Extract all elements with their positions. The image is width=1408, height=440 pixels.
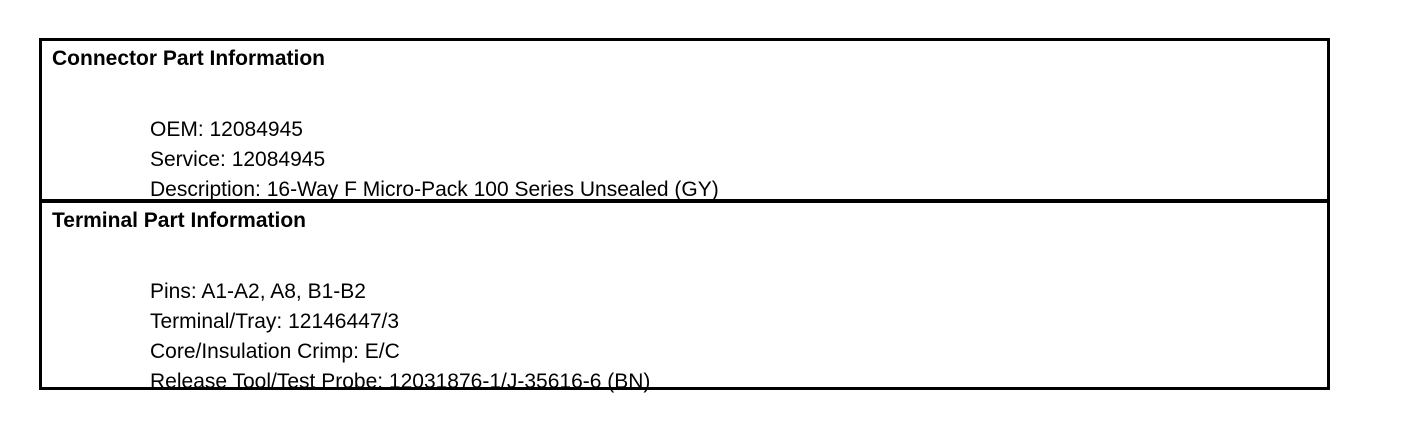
terminal-section-title: Terminal Part Information xyxy=(52,209,306,232)
connector-details: OEM: 12084945 Service: 12084945 Descript… xyxy=(150,115,1317,205)
release-tool-test-probe-line: Release Tool/Test Probe: 12031876-1/J-35… xyxy=(150,370,651,393)
description-line: Description: 16-Way F Micro-Pack 100 Ser… xyxy=(150,178,719,201)
terminal-tray-line: Terminal/Tray: 12146447/3 xyxy=(150,310,400,333)
part-information-table: Connector Part Information OEM: 12084945… xyxy=(39,38,1330,393)
terminal-details: Pins: A1-A2, A8, B1-B2 Terminal/Tray: 12… xyxy=(150,277,1317,397)
service-line: Service: 12084945 xyxy=(150,148,326,171)
core-insulation-crimp-line: Core/Insulation Crimp: E/C xyxy=(150,340,400,363)
terminal-part-information-section: Terminal Part Information Pins: A1-A2, A… xyxy=(42,203,1327,393)
connector-part-information-section: Connector Part Information OEM: 12084945… xyxy=(42,41,1327,203)
oem-line: OEM: 12084945 xyxy=(150,118,303,141)
pins-line: Pins: A1-A2, A8, B1-B2 xyxy=(150,280,366,303)
connector-section-title: Connector Part Information xyxy=(52,47,326,70)
